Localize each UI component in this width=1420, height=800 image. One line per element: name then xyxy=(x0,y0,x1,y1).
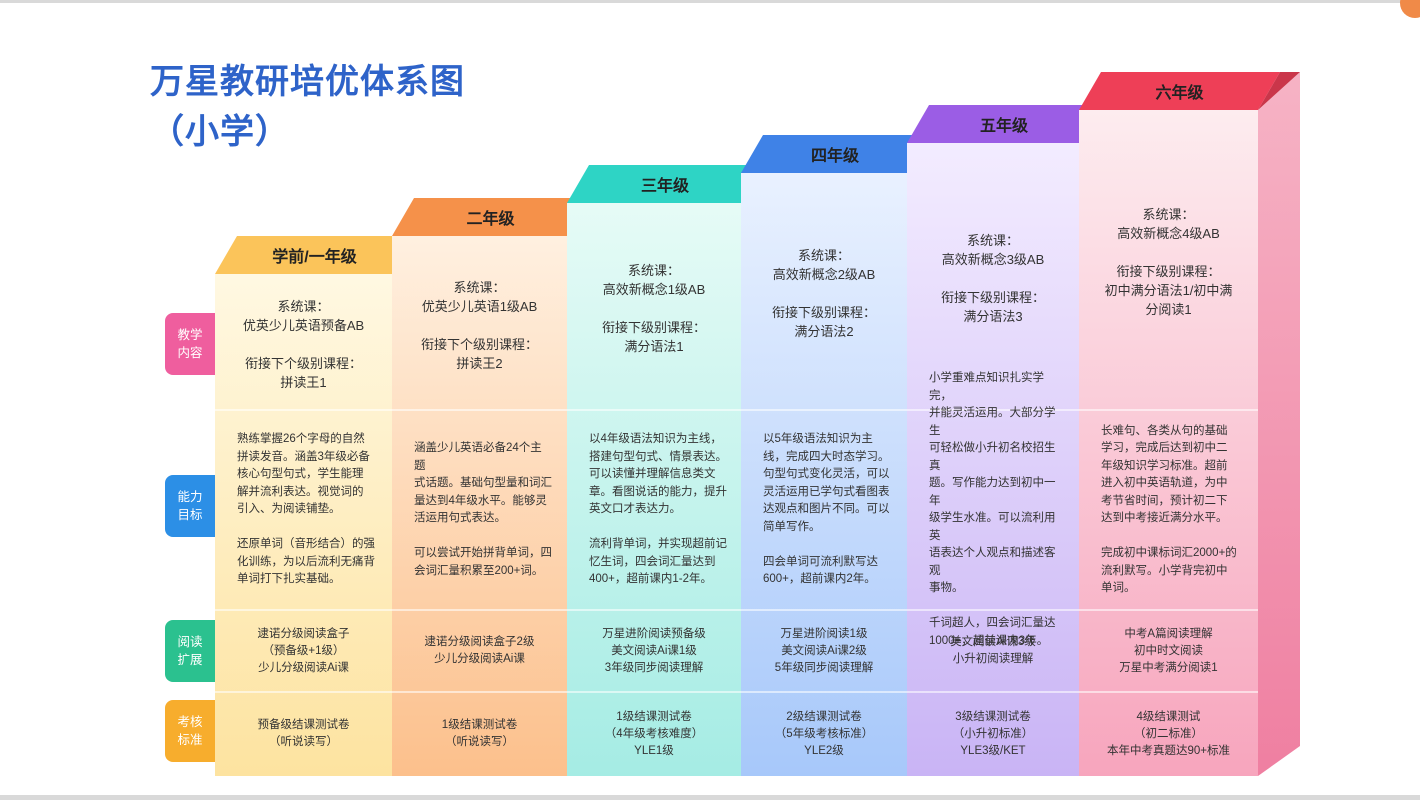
ability-goal-cell-text: 小学重难点知识扎实学完， 并能灵活运用。大部分学生 可轻松做小升初名校招生真 题… xyxy=(929,372,1056,647)
reading-extension-cell: 逮诺分级阅读盒子 （预备级+1级） 少儿分级阅读Ai课 xyxy=(215,610,392,692)
reading-extension-cell: 万星进阶阅读1级 美文阅读Ai课2级 5年级同步阅读理解 xyxy=(741,610,907,692)
window-bottom-border xyxy=(0,795,1420,800)
exam-standard-cell: 1级结课测试卷 （4年级考核难度） YLE1级 xyxy=(567,692,741,776)
grade-column-body xyxy=(567,203,741,776)
grade-cap xyxy=(392,198,589,236)
grade-cap xyxy=(741,135,929,173)
grade-column-body xyxy=(392,236,567,776)
exam-standard-cell-text: 预备级结课测试卷 （听说读写） xyxy=(257,719,350,748)
teaching-content-cell-text: 系统课： 优英少儿英语预备AB 衔接下个级别课程： 拼读王1 xyxy=(242,298,365,390)
exam-standard-cell: 4级结课测试 （初二标准） 本年中考真题达90+标准 xyxy=(1079,692,1258,776)
teaching-content-cell: 系统课： 优英少儿英语1级AB 衔接下个级别课程： 拼读王2 xyxy=(392,240,567,410)
teaching-content-cell-text: 系统课： 高效新概念2级AB 衔接下级别课程： 满分语法2 xyxy=(771,248,876,339)
grade-column-body xyxy=(741,173,907,776)
grade-label: 二年级 xyxy=(466,211,515,228)
row-label: 能力 目标 xyxy=(165,475,215,537)
reading-extension-cell-text: 逮诺分级阅读盒子 （预备级+1级） 少儿分级阅读Ai课 xyxy=(257,627,350,674)
app-badge-icon xyxy=(1400,0,1420,18)
exam-standard-cell-text: 4级结课测试 （初二标准） 本年中考真题达90+标准 xyxy=(1106,710,1230,757)
grade-cap xyxy=(215,236,414,274)
grade-cap xyxy=(1079,72,1280,110)
reading-extension-cell: 中考A篇阅读理解 初中时文阅读 万星中考满分阅读1 xyxy=(1079,610,1258,692)
row-label: 教学 内容 xyxy=(165,313,215,375)
teaching-content-cell-text: 系统课： 高效新概念3级AB 衔接下级别课程： 满分语法3 xyxy=(940,233,1045,324)
ability-goal-cell-text: 涵盖少儿英语必备24个主题 式话题。基础句型量和词汇 量达到4年级水平。能够灵 … xyxy=(414,442,552,577)
grade-label: 五年级 xyxy=(979,118,1028,135)
grade-label: 四年级 xyxy=(810,148,859,165)
teaching-content-cell: 系统课： 高效新概念4级AB 衔接下级别课程： 初中满分语法1/初中满 分阅读1 xyxy=(1079,114,1258,410)
step-side-face xyxy=(1258,72,1300,776)
exam-standard-cell: 预备级结课测试卷 （听说读写） xyxy=(215,692,392,776)
ability-goal-cell: 小学重难点知识扎实学完， 并能灵活运用。大部分学生 可轻松做小升初名校招生真 题… xyxy=(907,372,1079,647)
exam-standard-cell: 2级结课测试卷 （5年级考核标准） YLE2级 xyxy=(741,692,907,776)
step-side-cap xyxy=(1258,72,1300,110)
teaching-content-cell: 系统课： 高效新概念3级AB 衔接下级别课程： 满分语法3 xyxy=(907,147,1079,410)
exam-standard-cell-text: 3级结课测试卷 （小升初标准） YLE3级/KET xyxy=(952,710,1034,757)
ability-goal-cell-text: 以4年级语法知识为主线， 搭建句型句式、情景表达。 可以读懂并理解信息类文 章。… xyxy=(589,433,727,586)
ability-goal-cell-text: 熟练掌握26个字母的自然 拼读发音。涵盖3年级必备 核心句型句式，学生能理 解并… xyxy=(237,433,375,586)
reading-extension-cell-text: 万星进阶阅读1级 美文阅读Ai课2级 5年级同步阅读理解 xyxy=(774,627,874,674)
grade-cap xyxy=(567,165,763,203)
exam-standard-cell: 1级结课测试卷 （听说读写） xyxy=(392,692,567,776)
row-label: 阅读 扩展 xyxy=(165,620,215,682)
reading-extension-cell-text: 万星进阶阅读预备级 美文阅读Ai课1级 3年级同步阅读理解 xyxy=(602,627,706,674)
teaching-content-cell: 系统课： 高效新概念1级AB 衔接下级别课程： 满分语法1 xyxy=(567,207,741,410)
teaching-content-cell-text: 系统课： 高效新概念4级AB 衔接下级别课程： 初中满分语法1/初中满 分阅读1 xyxy=(1104,207,1233,317)
grade-cap xyxy=(907,105,1101,143)
grade-label: 学前/一年级 xyxy=(272,249,357,266)
reading-extension-cell: 逮诺分级阅读盒子2级 少儿分级阅读Ai课 xyxy=(392,610,567,692)
grade-column-body xyxy=(907,143,1079,776)
row-label: 考核 标准 xyxy=(165,700,215,762)
reading-extension-cell-text: 中考A篇阅读理解 初中时文阅读 万星中考满分阅读1 xyxy=(1119,627,1218,674)
grade-label: 六年级 xyxy=(1155,85,1204,102)
reading-extension-cell-text: 美文阅读Ai课3级 小升初阅读理解 xyxy=(950,636,1036,665)
reading-extension-cell-text: 逮诺分级阅读盒子2级 少儿分级阅读Ai课 xyxy=(424,636,535,665)
exam-standard-cell-text: 1级结课测试卷 （4年级考核难度） YLE1级 xyxy=(604,710,704,757)
ability-goal-cell: 长难句、各类从句的基础 学习，完成后达到初中二 年级知识学习标准。超前 进入初中… xyxy=(1079,410,1258,610)
page-subtitle: （小学） xyxy=(150,113,290,151)
window-top-border xyxy=(0,0,1420,3)
exam-standard-cell: 3级结课测试卷 （小升初标准） YLE3级/KET xyxy=(907,692,1079,776)
teaching-content-cell-text: 系统课： 高效新概念1级AB 衔接下级别课程： 满分语法1 xyxy=(601,263,706,354)
ability-goal-cell-text: 以5年级语法知识为主 线，完成四大时态学习。 句型句式变化灵活，可以 灵活运用已… xyxy=(763,433,890,586)
grade-column-body xyxy=(1079,110,1258,776)
teaching-content-cell: 系统课： 优英少儿英语预备AB 衔接下个级别课程： 拼读王1 xyxy=(215,278,392,410)
teaching-content-cell: 系统课： 高效新概念2级AB 衔接下级别课程： 满分语法2 xyxy=(741,177,907,410)
ability-goal-cell: 以5年级语法知识为主 线，完成四大时态学习。 句型句式变化灵活，可以 灵活运用已… xyxy=(741,410,907,610)
ability-goal-cell-text: 长难句、各类从句的基础 学习，完成后达到初中二 年级知识学习标准。超前 进入初中… xyxy=(1101,424,1237,595)
page-title: 万星教研培优体系图 xyxy=(150,63,465,101)
reading-extension-cell: 美文阅读Ai课3级 小升初阅读理解 xyxy=(907,610,1079,692)
ability-goal-cell: 熟练掌握26个字母的自然 拼读发音。涵盖3年级必备 核心句型句式，学生能理 解并… xyxy=(215,410,392,610)
teaching-content-cell-text: 系统课： 优英少儿英语1级AB 衔接下个级别课程： 拼读王2 xyxy=(420,279,538,371)
exam-standard-cell-text: 2级结课测试卷 （5年级考核标准） YLE2级 xyxy=(774,710,874,757)
ability-goal-cell: 涵盖少儿英语必备24个主题 式话题。基础句型量和词汇 量达到4年级水平。能够灵 … xyxy=(392,410,567,610)
grade-label: 三年级 xyxy=(640,178,689,195)
reading-extension-cell: 万星进阶阅读预备级 美文阅读Ai课1级 3年级同步阅读理解 xyxy=(567,610,741,692)
exam-standard-cell-text: 1级结课测试卷 （听说读写） xyxy=(441,719,518,748)
ability-goal-cell: 以4年级语法知识为主线， 搭建句型句式、情景表达。 可以读懂并理解信息类文 章。… xyxy=(567,410,741,610)
